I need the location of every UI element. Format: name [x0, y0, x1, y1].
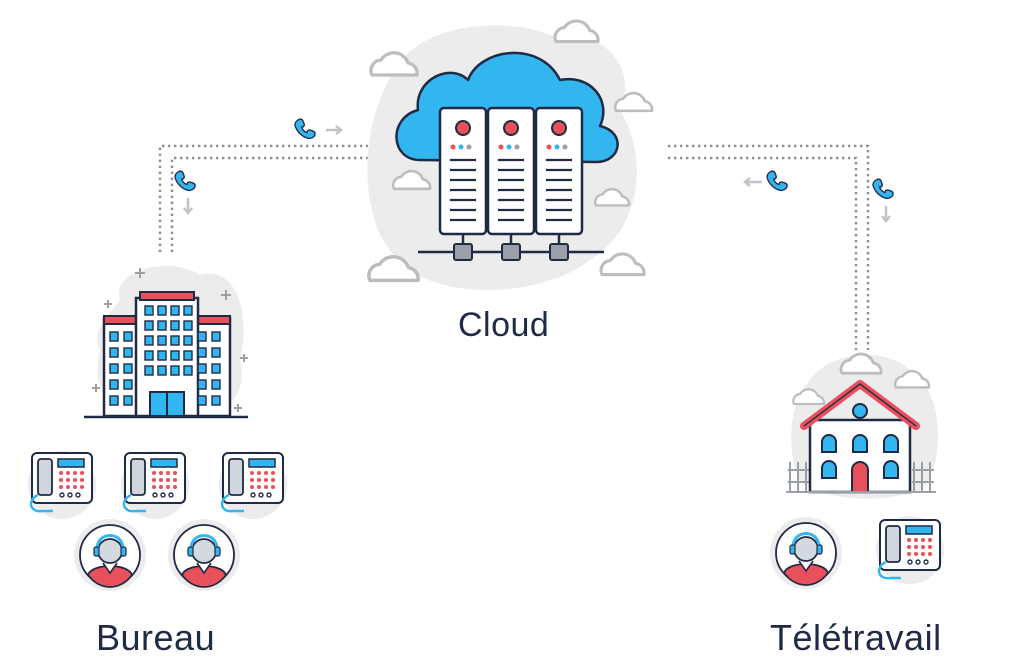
phone-call-icon [174, 170, 196, 216]
bureau-label: Bureau [96, 617, 216, 658]
phone-call-icon [294, 118, 344, 140]
call-agent-icon [168, 519, 240, 591]
cloud-server-icon [367, 19, 654, 290]
desk-phone-icon [876, 516, 944, 584]
call-agent-icon [74, 519, 146, 591]
call-agent-icon [770, 517, 842, 589]
teletravail-label: Télétravail [770, 617, 942, 658]
house-icon [786, 352, 939, 499]
cloud-label: Cloud [458, 306, 550, 344]
desk-phone-icon [28, 451, 96, 519]
connection-bureau-cloud [158, 144, 368, 252]
connection-cloud-teletravail [668, 144, 870, 350]
phone-call-icon [872, 178, 894, 224]
desk-phone-icon [219, 451, 287, 519]
desk-phone-icon [121, 451, 189, 519]
phone-call-icon [742, 170, 788, 192]
office-building-icon [84, 265, 248, 419]
